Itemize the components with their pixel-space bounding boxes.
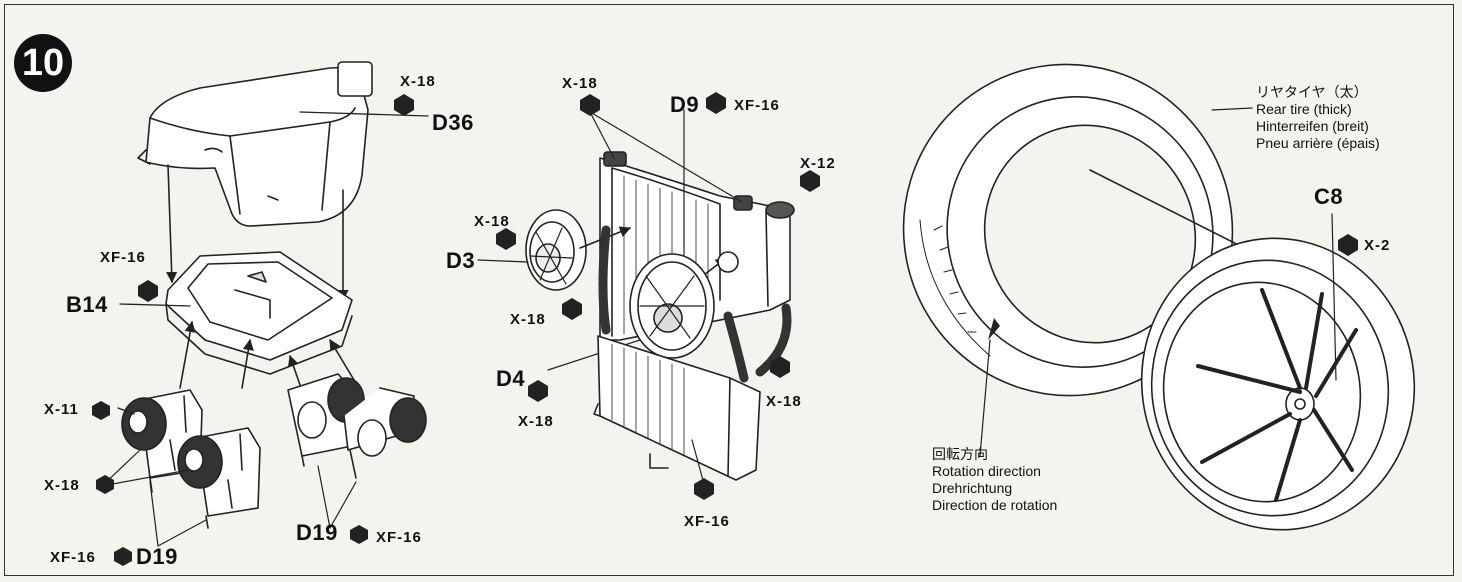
guide-arrow [241,338,254,389]
paint-drop-icon [580,94,600,116]
paint-drop-icon [562,298,582,320]
leader-xf16-bottom [691,439,705,485]
rear-tire [902,63,1234,397]
rotation-jp: 回転方向 [932,446,988,462]
paint-code-x18-top: X-18 [562,75,598,92]
paint-markers-right [1338,234,1358,256]
paint-code-x18-fan: X-18 [510,311,546,328]
part-label-b14: B14 [66,292,108,317]
rotation-fr: Direction de rotation [932,497,1058,513]
paint-drop-icon [138,280,158,302]
part-label-d36: D36 [432,110,474,135]
carburetor-d19-left [121,389,261,529]
paint-code-x11: X-11 [44,401,79,418]
rotation-note: 回転方向 Rotation direction Drehrichtung Dir… [932,446,1057,514]
airbox-cover-d36 [137,61,373,227]
leader-d19-right [317,465,331,529]
paint-drop-icon [706,92,726,114]
paint-drop-icon [394,94,414,116]
fan-d3 [525,209,587,291]
paint-code-xf16-d9: XF-16 [734,97,780,114]
leader-c8 [1331,213,1337,381]
sheet-frame [4,4,1454,576]
paint-code-x12: X-12 [800,155,836,172]
part-label-d19-right: D19 [296,520,338,545]
paint-drop-icon [96,475,114,494]
paint-code-xf16-b14: XF-16 [100,249,146,266]
paint-drop-icon [1338,234,1358,256]
leader-rear-tire [1211,107,1253,111]
part-label-d4: D4 [496,366,526,391]
step-number-badge: 10 [14,34,72,92]
airbox-base-b14 [165,251,353,375]
guide-arrow [179,320,196,389]
leader-d36 [299,111,429,117]
paint-drop-icon [350,525,368,544]
leader-x11 [117,407,135,415]
guide-arrow [166,164,178,284]
paint-markers-left [92,94,414,566]
leader-d19-left [157,519,207,547]
part-label-c8: C8 [1314,184,1344,209]
paint-code-xf16-d19-right: XF-16 [376,529,422,546]
wheel-c8 [1140,237,1416,531]
paint-code-x2: X-2 [1364,237,1391,254]
fan-d4 [629,251,739,359]
part-label-d9: D9 [670,92,700,117]
paint-drop-icon [496,228,516,250]
leader-d3 [477,259,529,263]
rotation-mark-icon [988,318,1000,340]
radiator-hoses [598,225,792,383]
paint-code-x18-hose: X-18 [766,393,802,410]
paint-code-x18-d3: X-18 [474,213,510,230]
paint-code-x18-d4: X-18 [518,413,554,430]
rear-tire-note: リヤタイヤ（太） Rear tire (thick) Hinterreifen … [1256,84,1380,152]
radiator-lower [593,335,761,481]
leader-rotation [979,339,991,457]
rear-tire-en: Rear tire (thick) [1256,101,1352,117]
paint-markers-middle [496,92,820,500]
paint-drop-icon [694,478,714,500]
rear-tire-de: Hinterreifen (breit) [1256,118,1369,134]
paint-drop-icon [114,547,132,566]
carburetor-d19-right [287,373,427,479]
rotation-en: Rotation direction [932,463,1041,479]
part-label-d3: D3 [446,248,476,273]
part-label-d19-left: D19 [136,544,178,569]
paint-drop-icon [92,401,110,420]
rear-tire-jp: リヤタイヤ（太） [1256,84,1368,100]
rotation-de: Drehrichtung [932,480,1013,496]
paint-drop-icon [528,380,548,402]
paint-code-x18-cover: X-18 [400,73,436,90]
leader-x18-carb [101,469,189,487]
paint-code-xf16-bottom: XF-16 [684,513,730,530]
leader-x18-top [589,111,743,203]
rear-tire-fr: Pneu arrière (épais) [1256,135,1380,151]
paint-drop-icon [800,170,820,192]
leader-x18-top [589,111,615,159]
guide-arrow [287,354,301,386]
leader-d19-left [149,481,159,547]
paint-drop-icon [770,356,790,378]
paint-code-xf16-d19-left: XF-16 [50,549,96,566]
paint-code-x18-carb: X-18 [44,477,80,494]
leader-b14 [119,303,191,307]
leader-d19-right [329,481,357,529]
